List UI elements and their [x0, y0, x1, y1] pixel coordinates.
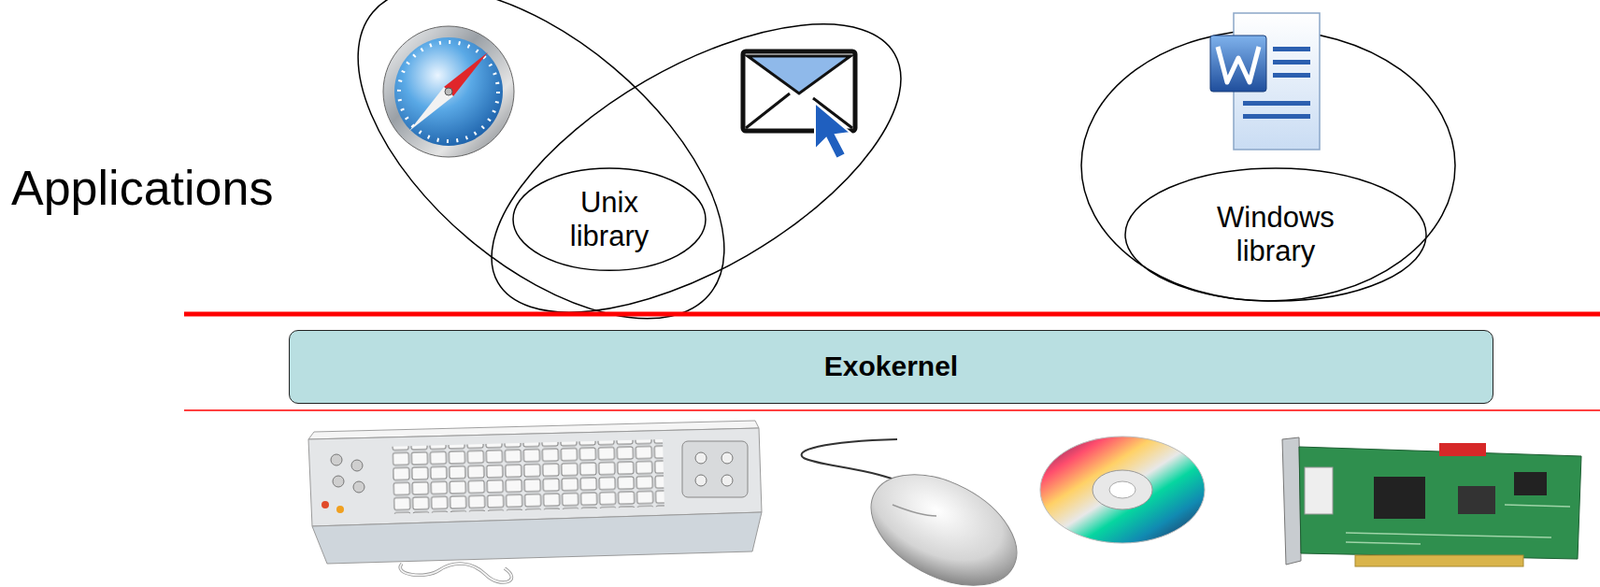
mail-icon [742, 51, 856, 159]
cd-picture [1040, 436, 1205, 543]
node-text: Exokernel [824, 350, 958, 384]
node-text: Unix library [553, 185, 666, 253]
kernel-band: Exokernel [288, 329, 1494, 404]
ellipse-outline [1125, 168, 1427, 301]
keyboard-picture [308, 420, 762, 583]
node-text: Windows library [1200, 200, 1351, 268]
mouse-picture [801, 439, 1036, 587]
library-ellipse: Windows library [1124, 167, 1428, 302]
library-ellipse: Unix library [512, 167, 707, 272]
ellipse-outline [513, 168, 706, 271]
separator-line [184, 409, 1600, 412]
network-card-picture [1282, 437, 1582, 567]
application-ellipse [300, 0, 782, 381]
browser-icon [383, 26, 515, 158]
separator-line [184, 312, 1600, 317]
layer-label: Applications [11, 160, 273, 217]
word-icon [1210, 13, 1320, 150]
